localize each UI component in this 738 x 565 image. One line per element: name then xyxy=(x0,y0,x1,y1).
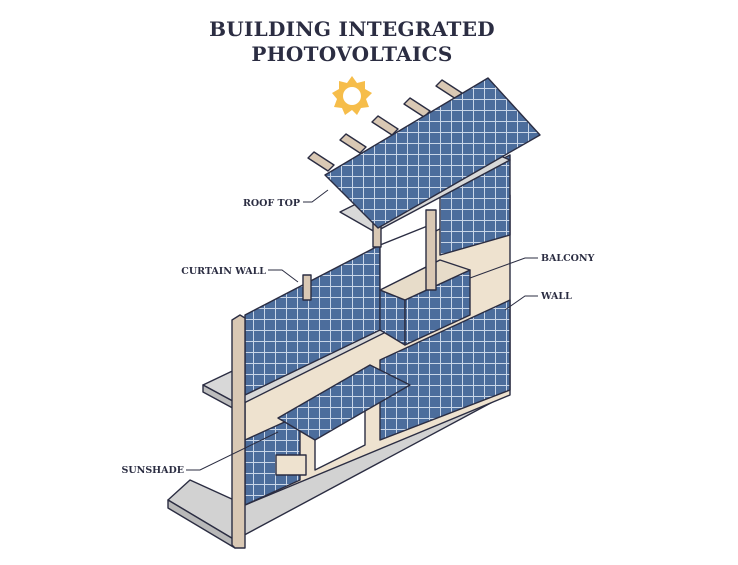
roof-rafters xyxy=(307,79,463,172)
title-line-2: PHOTOVOLTAICS xyxy=(251,42,453,66)
label-curtain-wall: CURTAIN WALL xyxy=(181,266,266,277)
upper-wall-panels xyxy=(439,154,511,256)
sun-icon xyxy=(332,76,372,115)
label-roof-top: ROOF TOP xyxy=(243,198,300,209)
column-left xyxy=(231,314,246,549)
label-sunshade: SUNSHADE xyxy=(121,465,184,476)
roof-solar-panels xyxy=(324,77,541,229)
label-wall: WALL xyxy=(540,291,572,302)
label-balcony: BALCONY xyxy=(541,253,595,264)
title-line-1: BUILDING INTEGRATED xyxy=(209,17,495,41)
sunshade-panels xyxy=(277,364,411,441)
